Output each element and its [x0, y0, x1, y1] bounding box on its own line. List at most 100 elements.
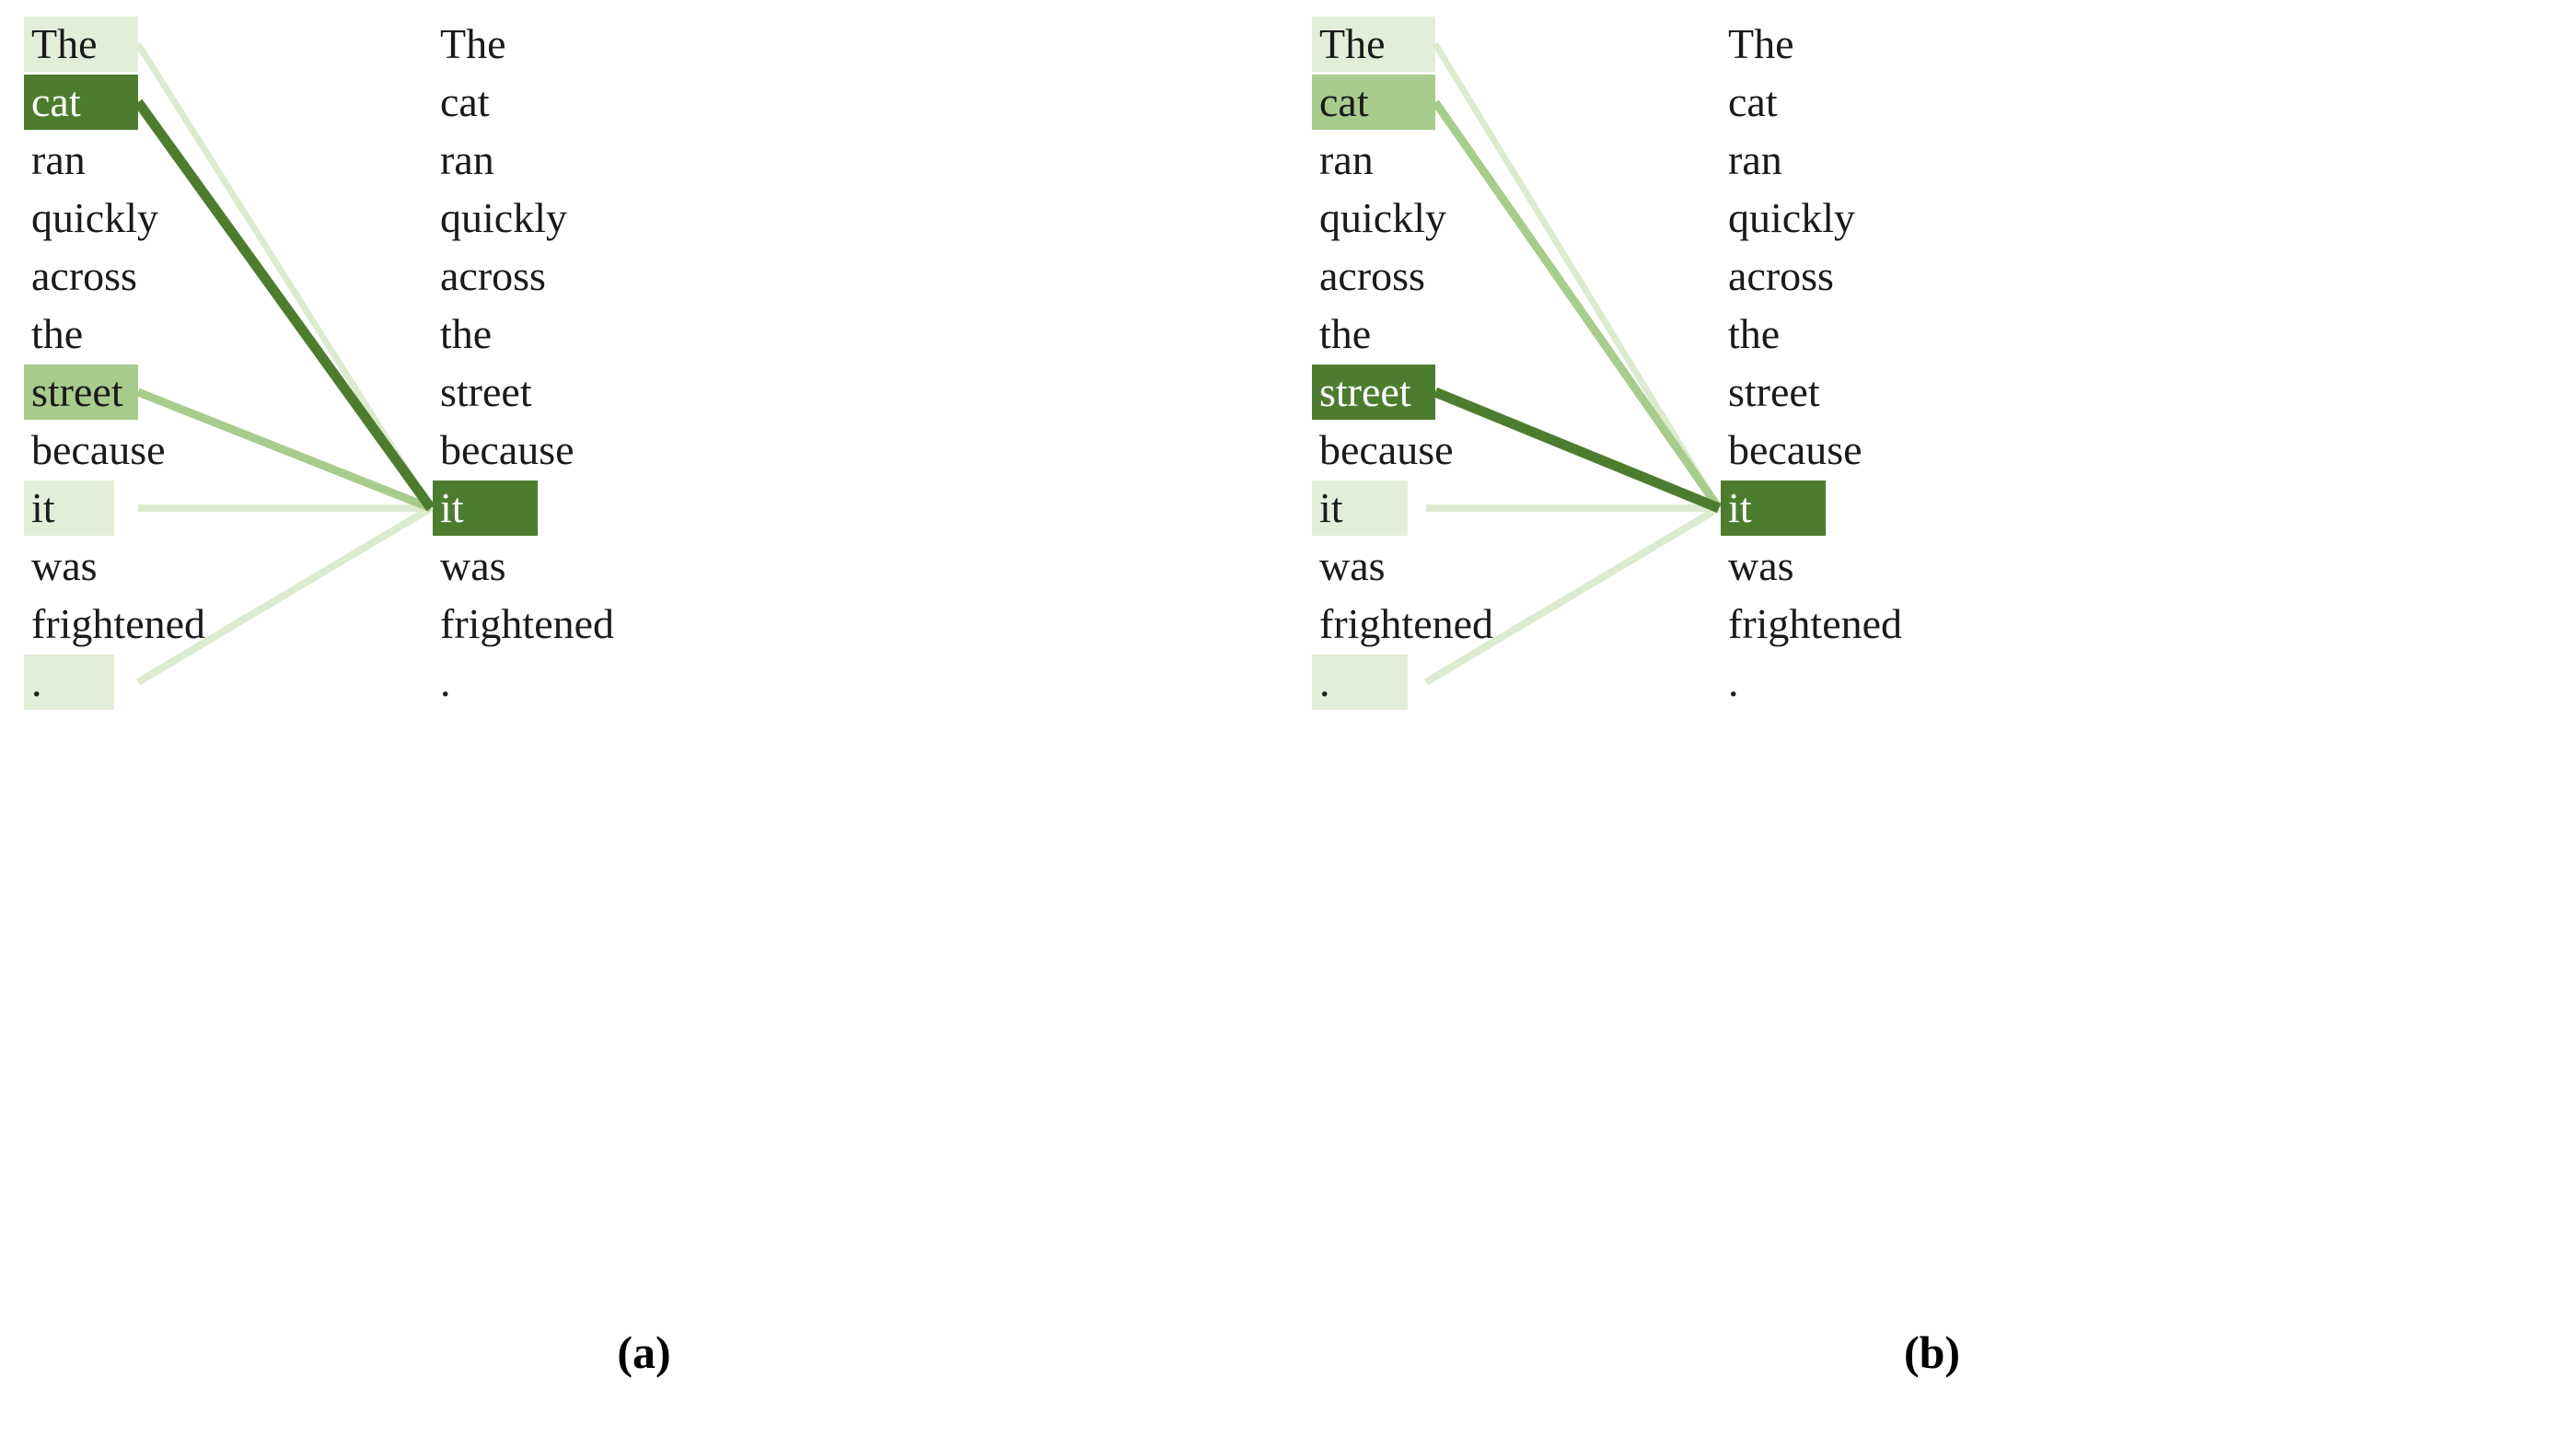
token-label: was [31, 542, 98, 589]
target-token-b-4: across [1721, 249, 1834, 304]
target-token-column-b: The cat ran quickly across the street because it… [1721, 0, 2236, 1289]
token-label: street [1728, 368, 1820, 415]
token-label: quickly [31, 194, 158, 241]
token-label: The [31, 20, 98, 67]
token-label: was [440, 542, 506, 589]
token-label: because [1319, 426, 1454, 473]
source-token-a-5: the [24, 307, 83, 362]
panel-a-caption-label: (a) [617, 1326, 671, 1378]
token-label: The [440, 20, 506, 67]
target-token-a-4: across [433, 249, 546, 304]
token-label: The [1728, 20, 1794, 67]
source-token-a-11: . [24, 654, 114, 710]
target-token-a-9: was [433, 538, 506, 594]
token-label: the [31, 310, 84, 357]
source-token-b-8: it [1312, 481, 1408, 536]
token-label: . [1728, 658, 1739, 705]
source-token-a-3: quickly [24, 191, 158, 246]
token-label: . [31, 658, 42, 705]
source-token-b-9: was [1312, 538, 1386, 594]
token-label: street [440, 368, 532, 415]
source-token-b-10: frightened [1312, 596, 1493, 652]
source-token-b-2: ran [1312, 133, 1374, 188]
target-token-a-1: cat [433, 75, 490, 130]
token-label: frightened [1728, 600, 1903, 647]
source-token-a-4: across [24, 249, 137, 304]
target-token-a-11: . [433, 654, 451, 710]
token-label: because [440, 426, 574, 473]
target-token-b-0: The [1721, 17, 1794, 72]
target-token-a-6: street [433, 365, 532, 420]
token-label: cat [1319, 78, 1369, 125]
token-label: frightened [440, 600, 615, 647]
token-label: it [440, 484, 464, 531]
target-token-a-10: frightened [433, 596, 614, 652]
token-label: street [1319, 368, 1411, 415]
token-label: quickly [1319, 194, 1446, 241]
target-token-a-2: ran [433, 133, 494, 188]
token-label: was [1728, 542, 1794, 589]
target-token-b-6: street [1721, 365, 1820, 420]
token-label: ran [1319, 136, 1374, 183]
token-label: quickly [1728, 194, 1855, 241]
source-token-b-5: the [1312, 307, 1371, 362]
token-label: ran [440, 136, 494, 183]
target-token-a-3: quickly [433, 191, 567, 246]
source-token-a-9: was [24, 538, 98, 594]
token-label: it [1319, 484, 1343, 531]
target-token-b-7: because [1721, 423, 1862, 478]
target-token-b-8: it [1721, 481, 1826, 536]
target-token-column-a: The cat ran quickly across the street because it… [433, 0, 948, 1289]
source-token-b-3: quickly [1312, 191, 1446, 246]
token-label: quickly [440, 194, 567, 241]
token-label: it [31, 484, 55, 531]
source-token-a-10: frightened [24, 596, 205, 652]
source-token-column-b: The cat ran quickly across the street because it… [1312, 0, 1828, 1289]
token-label: ran [1728, 136, 1782, 183]
panel-a-caption: (a) [0, 1326, 1288, 1379]
panel-b: The cat ran quickly across the street because it… [1288, 0, 2576, 1436]
source-token-column-a: The cat ran quickly across the street because it… [24, 0, 540, 1289]
token-label: it [1728, 484, 1752, 531]
source-token-a-2: ran [24, 133, 86, 188]
source-token-b-4: across [1312, 249, 1425, 304]
target-token-b-3: quickly [1721, 191, 1855, 246]
target-token-b-9: was [1721, 538, 1794, 594]
source-token-b-1: cat [1312, 75, 1435, 130]
target-token-b-5: the [1721, 307, 1780, 362]
token-label: . [1319, 658, 1330, 705]
token-label: because [1728, 426, 1862, 473]
source-token-a-8: it [24, 481, 114, 536]
token-label: was [1319, 542, 1386, 589]
target-token-b-2: ran [1721, 133, 1782, 188]
token-label: cat [1728, 78, 1778, 125]
token-label: street [31, 368, 123, 415]
token-label: the [1319, 310, 1372, 357]
token-label: the [440, 310, 493, 357]
token-label: frightened [1319, 600, 1494, 647]
token-label: across [1728, 252, 1834, 299]
target-token-a-5: the [433, 307, 492, 362]
token-label: cat [440, 78, 490, 125]
source-token-a-0: The [24, 17, 138, 72]
target-token-b-1: cat [1721, 75, 1778, 130]
source-token-b-6: street [1312, 365, 1435, 420]
source-token-a-7: because [24, 423, 166, 478]
source-token-b-7: because [1312, 423, 1454, 478]
token-label: the [1728, 310, 1781, 357]
target-token-a-7: because [433, 423, 574, 478]
token-label: across [1319, 252, 1425, 299]
target-token-a-8: it [433, 481, 538, 536]
token-label: The [1319, 20, 1386, 67]
token-label: cat [31, 78, 81, 125]
panel-b-caption-label: (b) [1903, 1326, 1961, 1378]
token-label: because [31, 426, 166, 473]
target-token-b-11: . [1721, 654, 1739, 710]
source-token-a-1: cat [24, 75, 138, 130]
token-label: frightened [31, 600, 206, 647]
token-label: across [31, 252, 137, 299]
token-label: across [440, 252, 546, 299]
token-label: . [440, 658, 451, 705]
panel-b-caption: (b) [1288, 1326, 2576, 1379]
